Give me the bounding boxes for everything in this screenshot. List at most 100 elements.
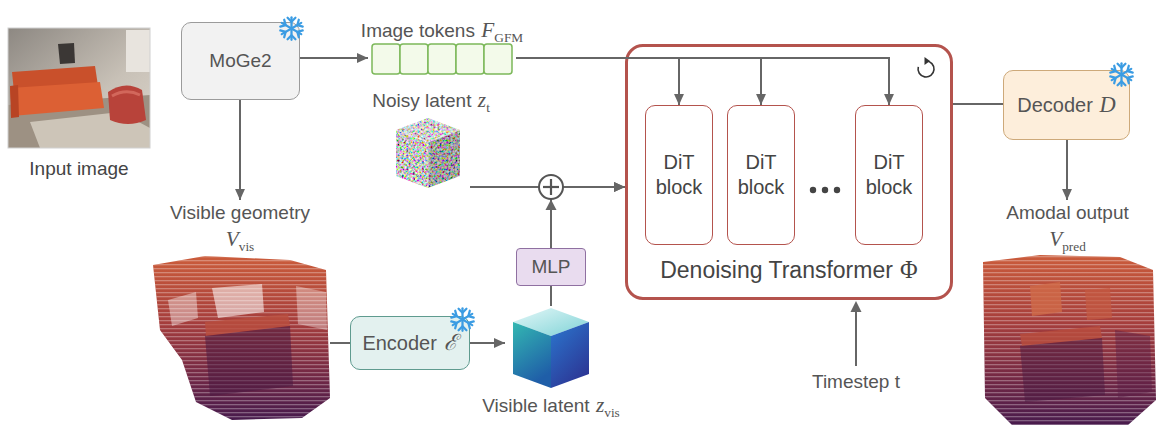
point-cloud — [150, 254, 332, 422]
connector-arrow — [239, 100, 241, 200]
point-cloud — [205, 326, 293, 396]
math-symbol: Φ — [900, 256, 918, 283]
point-cloud — [1030, 282, 1062, 316]
ellipsis-dots — [822, 187, 828, 193]
input-photo — [8, 28, 150, 148]
connector-arrow — [953, 103, 1003, 105]
math-symbol: F — [481, 18, 494, 42]
point-cloud — [212, 284, 264, 318]
connector-arrow — [330, 342, 350, 344]
dit-block: DiT block — [727, 105, 795, 245]
math-symbol: z — [596, 393, 604, 417]
math-symbol: D — [1100, 92, 1116, 117]
noisy-latent: Noisy latentzt — [392, 87, 470, 192]
token-sequence — [372, 44, 400, 74]
node-label: MLP — [531, 256, 570, 277]
frozen-encoder-box: Encoder ℰ — [350, 316, 470, 370]
math-symbol: vis — [239, 239, 255, 254]
noisy-cube — [390, 112, 466, 194]
timestep-arrow — [851, 301, 862, 312]
sum-node — [539, 175, 563, 210]
connector-arrow — [516, 58, 679, 105]
mlp-box: MLP — [516, 248, 586, 286]
point-cloud — [1115, 330, 1152, 398]
noisy-cube — [390, 112, 466, 194]
sum-node — [543, 186, 559, 188]
node-label: Denoising Transformer — [660, 257, 893, 283]
node-label: Visible geometry — [170, 202, 310, 223]
connector-arrow — [550, 286, 552, 306]
point-cloud — [980, 252, 1158, 428]
point-cloud — [1020, 338, 1105, 402]
transformer-box: DiT block DiT block DiT blockDenoising Tra… — [625, 44, 953, 300]
input-image: Input image — [8, 26, 150, 182]
dit-block: DiT block — [645, 105, 713, 245]
latent-cube — [551, 322, 589, 388]
loop-symbol — [918, 61, 934, 77]
ellipsis-dots — [834, 187, 840, 193]
math-symbol: t — [486, 100, 490, 115]
ellipsis-dots — [810, 187, 816, 193]
node-label: Input image — [29, 158, 128, 179]
point-cloud — [150, 254, 332, 422]
connector-arrow — [470, 186, 625, 188]
connector-arrow — [551, 187, 625, 248]
frozen-decoder-box: DecoderD — [1003, 70, 1130, 140]
dit-block: DiT block — [855, 105, 923, 245]
token-sequence — [372, 44, 512, 74]
frozen-snowflake — [280, 17, 1133, 331]
connector-arrow — [516, 58, 761, 105]
math-symbol: z — [478, 88, 486, 112]
point-cloud — [150, 254, 332, 422]
point-cloud — [150, 254, 332, 422]
sum-node — [546, 200, 557, 211]
node-label: Visible latent — [482, 395, 589, 416]
connector-arrow — [516, 58, 889, 105]
connector-arrow — [470, 342, 505, 344]
token-sequence — [484, 44, 512, 74]
math-symbol: GFM — [494, 30, 523, 45]
token-sequence — [456, 44, 484, 74]
input-photo — [8, 28, 150, 148]
point-cloud — [980, 252, 1158, 428]
node-label: Image tokens — [361, 20, 475, 41]
timestep-label: Timestep t — [796, 369, 916, 395]
input-photo — [10, 82, 104, 116]
loop-symbol — [918, 57, 934, 77]
point-cloud — [980, 252, 1158, 428]
node-label: Amodal output — [1006, 202, 1129, 223]
sum-node — [539, 175, 563, 199]
loop-symbol — [925, 57, 931, 65]
math-symbol: ℰ — [444, 330, 458, 355]
point-cloud — [168, 292, 198, 326]
node-label: DiT block — [738, 151, 785, 198]
math-symbol: vis — [604, 405, 620, 420]
latent-cube — [513, 308, 589, 388]
noisy-cube — [428, 142, 429, 188]
point-cloud — [1085, 288, 1112, 320]
input-photo — [108, 85, 146, 124]
noisy-cube — [390, 112, 466, 194]
node-label: Encoder — [362, 332, 437, 354]
point-cloud — [980, 252, 1158, 428]
visible-geometry: Visible geometryVvis — [150, 200, 330, 423]
timestep-arrow — [851, 301, 862, 366]
input-photo — [112, 92, 140, 96]
node-label: Noisy latent — [372, 90, 471, 111]
node-label: DiT block — [866, 151, 913, 198]
frozen-snowflake — [1110, 63, 1133, 86]
visible-latent: Visible latentzvis — [505, 306, 597, 426]
point-cloud — [296, 286, 327, 330]
latent-cube — [513, 322, 551, 388]
amodal-output: Amodal outputVpred — [980, 200, 1155, 428]
input-photo — [8, 28, 150, 148]
token-sequence — [428, 44, 456, 74]
token-sequence — [400, 44, 428, 74]
input-photo — [10, 85, 19, 118]
math-symbol: pred — [1062, 239, 1086, 254]
noisy-cube — [396, 130, 460, 142]
node-label: MoGe2 — [209, 50, 271, 71]
timestep-arrow — [855, 310, 857, 366]
node-label: DiT block — [656, 151, 703, 198]
